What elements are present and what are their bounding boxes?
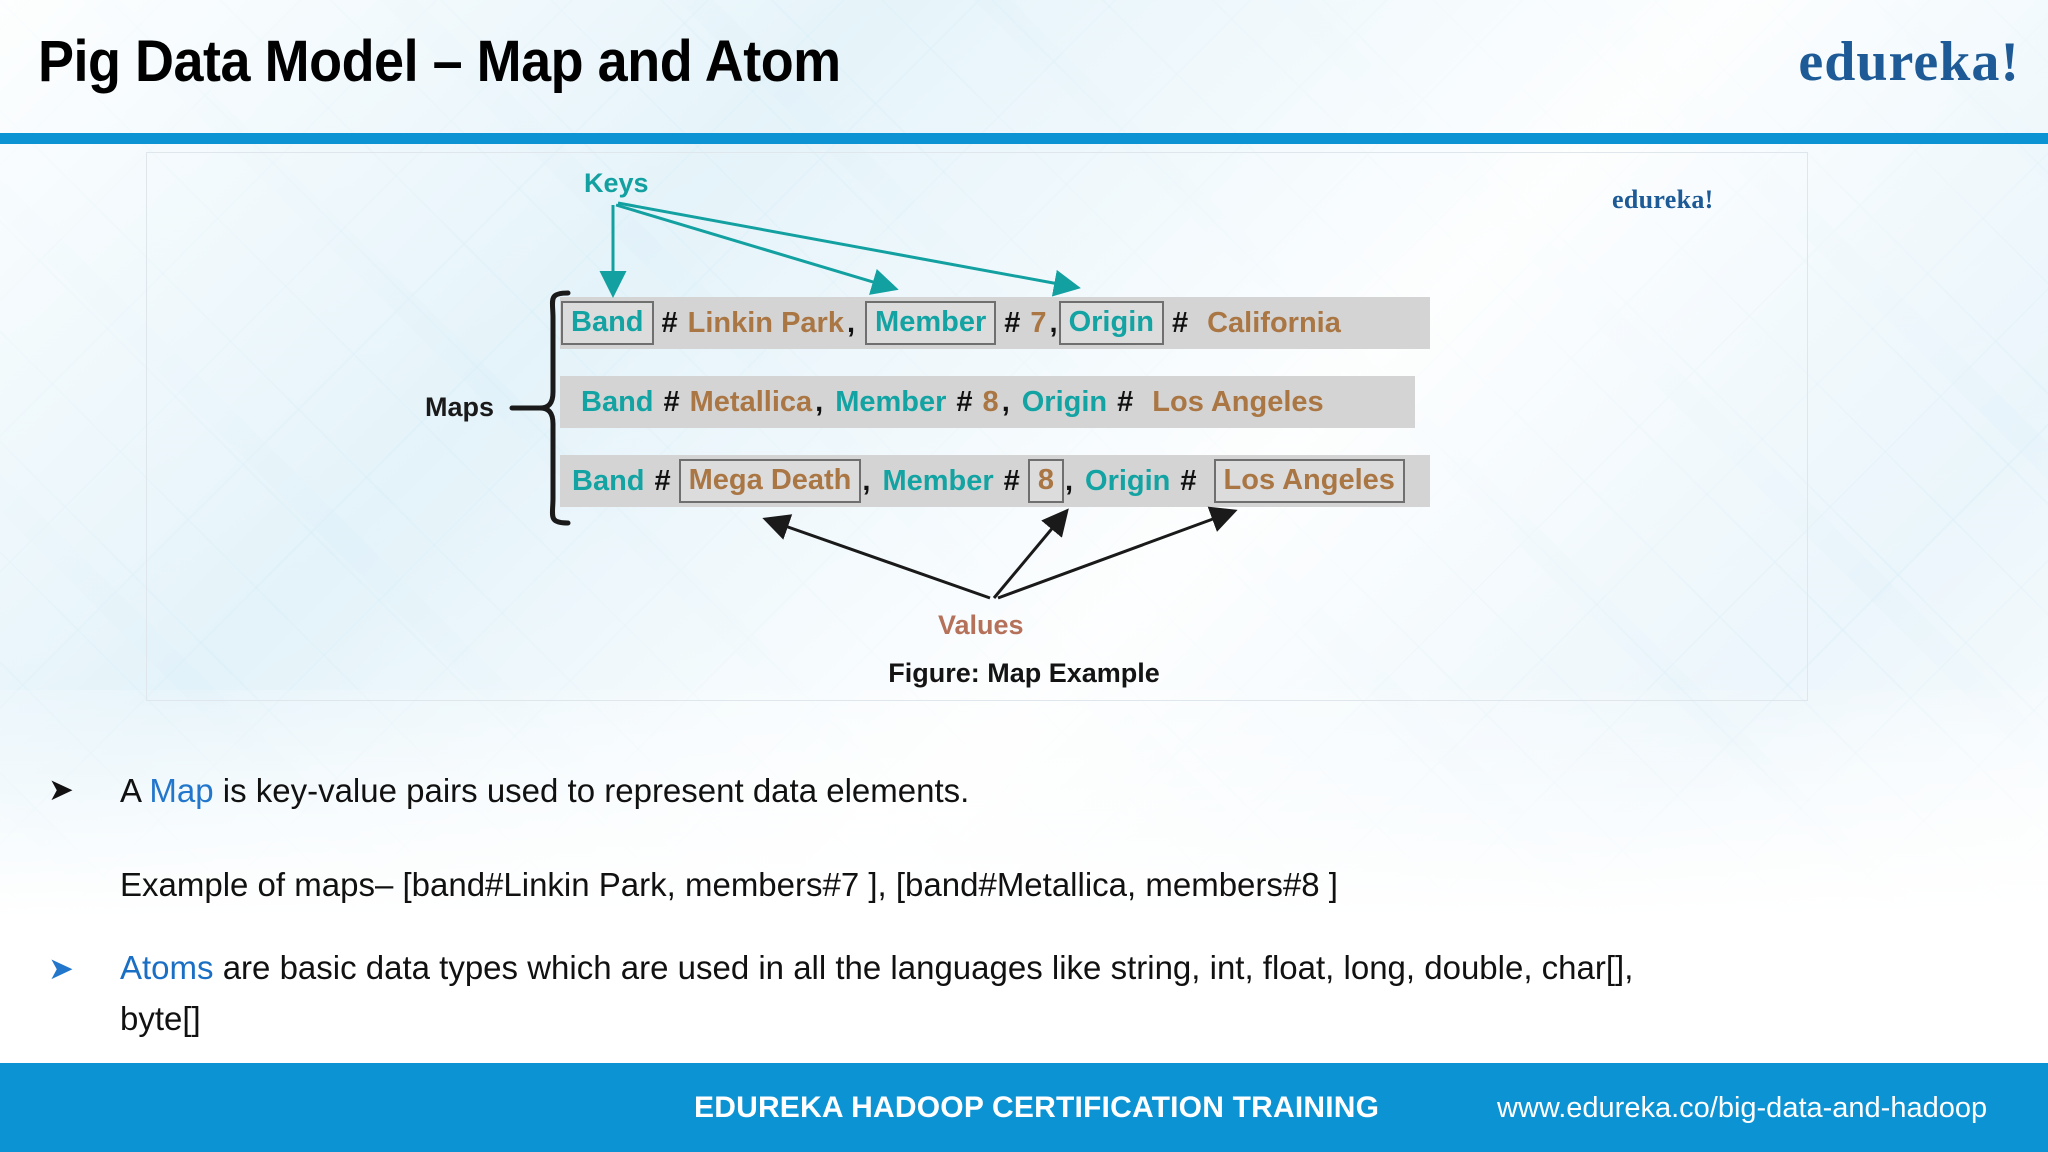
map-row: Band # Mega Death , Member # 8 , Origin … — [560, 455, 1430, 507]
bullet-arrow-icon: ➤ — [48, 772, 74, 807]
map-key-cell: Origin — [1058, 301, 1164, 345]
map-value-cell: 8 — [982, 385, 999, 418]
footer-url[interactable]: www.edureka.co/big-data-and-hadoop — [1497, 1092, 1988, 1124]
bullet-arrow-icon: ➤ — [48, 951, 74, 986]
map-value-cell: Mega Death — [678, 459, 862, 503]
map-value-cell: Los Angeles — [1152, 385, 1324, 418]
example-line: Example of maps– [band#Linkin Park, memb… — [120, 866, 1338, 903]
map-key-cell: Member — [835, 385, 947, 418]
comma-separator: , — [815, 385, 824, 418]
keys-label: Keys — [584, 168, 649, 198]
hash-separator: # — [661, 306, 678, 339]
map-key-cell: Origin — [1021, 385, 1108, 418]
map-key-cell: Origin — [1085, 464, 1171, 497]
map-value-cell: 8 — [1027, 459, 1064, 503]
comma-separator: , — [1049, 306, 1058, 339]
page-title: Pig Data Model – Map and Atom — [38, 29, 841, 94]
map-key-cell: Member — [882, 464, 994, 497]
bullet-highlight-map: Map — [149, 772, 214, 809]
map-key-cell: Band — [581, 385, 654, 418]
hash-separator: # — [1117, 385, 1134, 418]
map-key-cell: Band — [561, 301, 654, 345]
header-divider-bar — [0, 133, 2048, 144]
values-label: Values — [938, 610, 1024, 640]
hash-separator: # — [654, 464, 671, 497]
bullet-item-atoms-line2: byte[] — [120, 1000, 201, 1037]
slide-header: Pig Data Model – Map and Atom edureka! — [0, 0, 2048, 133]
slide-footer: EDUREKA HADOOP CERTIFICATION TRAINING ww… — [0, 1063, 2048, 1152]
hash-separator: # — [663, 385, 680, 418]
map-row: Band # Linkin Park , Member # 7 , Origin… — [560, 297, 1430, 349]
figure-caption: Figure: Map Example — [888, 658, 1160, 688]
hash-separator: # — [1004, 306, 1021, 339]
maps-label: Maps — [425, 392, 495, 422]
bullet-item-map: A Map is key-value pairs used to represe… — [120, 770, 969, 811]
map-value-cell: Los Angeles — [1213, 459, 1405, 503]
map-row: Band # Metallica , Member # 8 , Origin #… — [560, 376, 1415, 428]
map-value-cell: California — [1207, 306, 1341, 339]
map-value-cell: Linkin Park — [687, 306, 844, 339]
bullet-text-atoms: are basic data types which are used in a… — [213, 949, 1634, 986]
bullet-highlight-atoms: Atoms — [120, 949, 214, 986]
map-key-cell: Band — [572, 464, 645, 497]
bullet-item-atoms: Atoms are basic data types which are use… — [120, 947, 1633, 988]
map-key-cell: Member — [865, 301, 997, 345]
edureka-logo: edureka! — [1798, 31, 2020, 93]
hash-separator: # — [1171, 306, 1189, 339]
footer-title: EDUREKA HADOOP CERTIFICATION TRAINING — [694, 1091, 1380, 1124]
map-value-cell: 7 — [1030, 306, 1047, 339]
comma-separator: , — [1064, 464, 1074, 497]
bullet-text-prefix: A — [120, 772, 150, 809]
map-value-cell: Metallica — [689, 385, 813, 418]
hash-separator: # — [956, 385, 973, 418]
bullet-text-suffix: is key-value pairs used to represent dat… — [213, 772, 970, 809]
hash-separator: # — [1180, 464, 1197, 497]
comma-separator: , — [862, 464, 871, 497]
comma-separator: , — [1001, 385, 1010, 418]
comma-separator: , — [846, 306, 856, 339]
figure-panel: edureka! — [146, 152, 1808, 701]
hash-separator: # — [1003, 464, 1020, 497]
slide-background-fade — [0, 690, 2048, 1105]
figure-watermark-logo: edureka! — [1612, 185, 1714, 214]
